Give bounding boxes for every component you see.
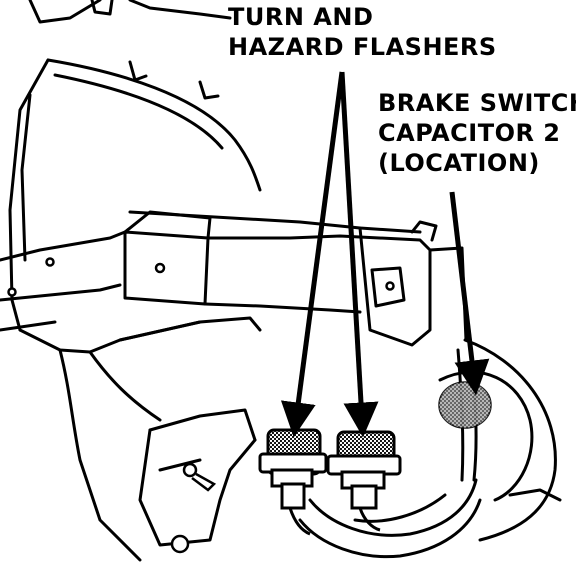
turn-flasher xyxy=(258,428,328,536)
mounting-hole xyxy=(385,281,395,291)
mounting-hole xyxy=(154,262,166,274)
screw xyxy=(182,462,217,492)
callout-arrows xyxy=(280,71,490,438)
arrow-to-hazard-flasher xyxy=(339,71,379,438)
flashers-label-line2: HAZARD FLASHERS xyxy=(228,33,497,61)
capacitor-label-line3: (LOCATION) xyxy=(378,149,540,177)
mounting-hole xyxy=(45,257,55,267)
mounting-hole xyxy=(7,287,17,297)
capacitor-label-line1: BRAKE SWITCH xyxy=(378,89,576,117)
hazard-flasher xyxy=(326,430,402,532)
mounting-hole xyxy=(170,534,190,554)
capacitor-callout-label: BRAKE SWITCH CAPACITOR 2 (LOCATION) xyxy=(378,88,576,178)
capacitor-label-line2: CAPACITOR 2 xyxy=(378,119,561,147)
mounting-holes xyxy=(7,257,395,554)
flashers-label-line1: TURN AND xyxy=(228,3,374,31)
arrow-to-capacitor xyxy=(449,191,490,396)
flashers-callout-label: TURN AND HAZARD FLASHERS xyxy=(228,2,497,62)
arrow-to-turn-flasher xyxy=(280,71,345,438)
dash-panel-structure xyxy=(0,0,562,562)
